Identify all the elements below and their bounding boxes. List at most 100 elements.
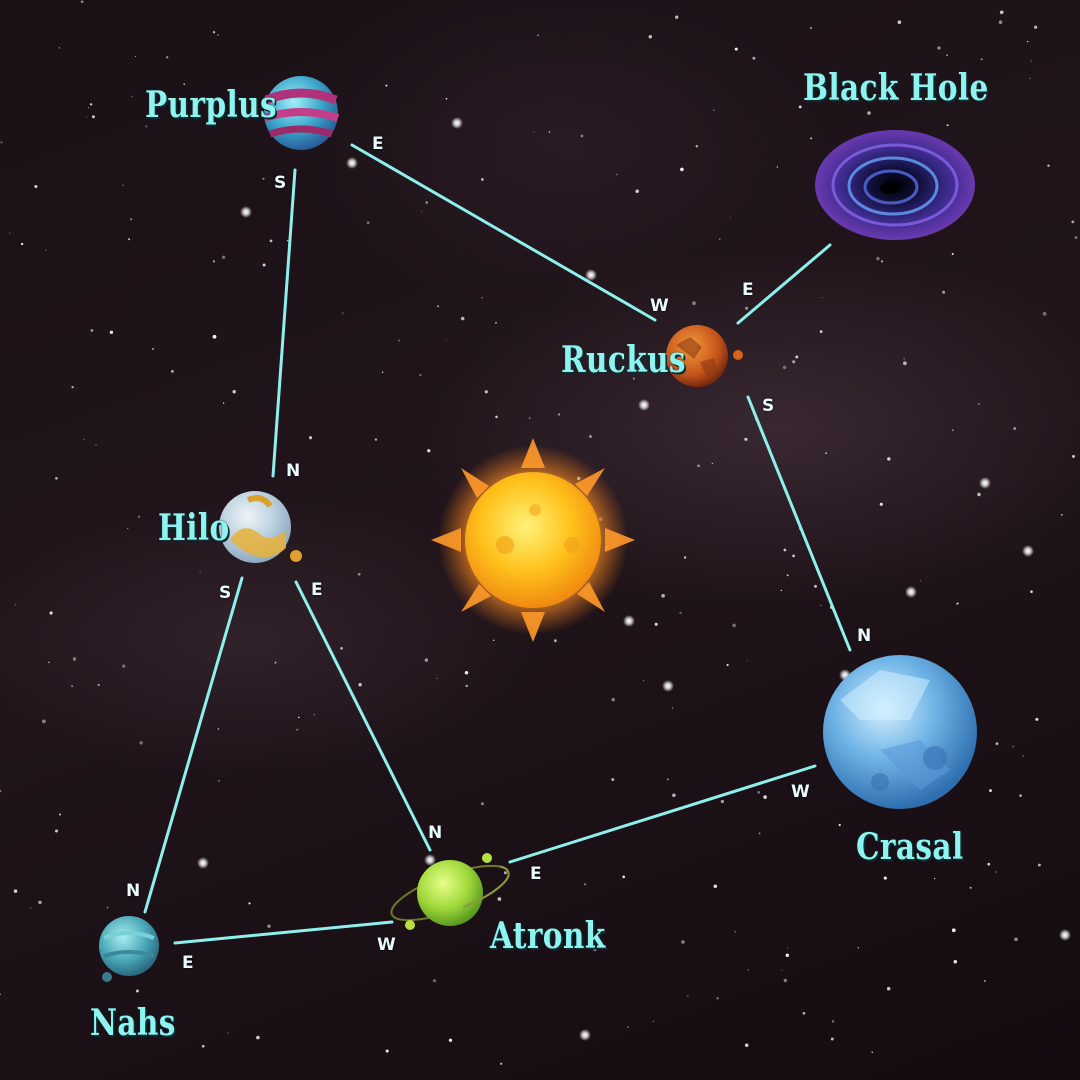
star-icon bbox=[1059, 929, 1071, 941]
crasal-planet-icon[interactable] bbox=[823, 655, 977, 809]
route-hilo-atronk[interactable] bbox=[294, 580, 432, 852]
star-icon bbox=[919, 580, 921, 582]
star-icon bbox=[90, 329, 94, 332]
star-icon bbox=[879, 502, 883, 506]
planet-label-purplus[interactable]: Purplus bbox=[145, 84, 278, 126]
star-icon bbox=[135, 989, 139, 993]
route-atronk-nahs[interactable] bbox=[173, 920, 394, 945]
star-icon bbox=[681, 940, 685, 944]
nahs-exit-east: E bbox=[182, 953, 194, 973]
star-icon bbox=[128, 238, 131, 241]
star-icon bbox=[937, 46, 941, 50]
purplus-planet-icon[interactable] bbox=[262, 76, 340, 150]
star-icon bbox=[432, 828, 435, 831]
star-icon bbox=[262, 177, 265, 180]
star-icon bbox=[787, 947, 789, 949]
star-icon bbox=[652, 1020, 655, 1023]
star-icon bbox=[776, 166, 778, 168]
star-icon bbox=[262, 263, 266, 267]
route-ruckus-crasal[interactable] bbox=[746, 395, 852, 652]
star-icon bbox=[1014, 937, 1018, 942]
star-icon bbox=[15, 604, 17, 606]
star-icon bbox=[1074, 236, 1078, 239]
star-icon bbox=[969, 886, 972, 889]
star-icon bbox=[987, 862, 991, 866]
star-icon bbox=[308, 436, 313, 440]
star-icon bbox=[20, 242, 24, 246]
star-icon bbox=[871, 1051, 873, 1054]
star-icon bbox=[29, 907, 32, 909]
star-icon bbox=[342, 312, 344, 314]
star-icon bbox=[1042, 311, 1047, 316]
star-icon bbox=[212, 31, 216, 34]
star-icon bbox=[493, 639, 495, 641]
nahs-planet-icon[interactable] bbox=[99, 916, 159, 982]
star-icon bbox=[881, 260, 884, 263]
star-icon bbox=[744, 437, 748, 441]
star-icon bbox=[830, 1037, 834, 1041]
star-icon bbox=[1027, 40, 1029, 43]
star-icon bbox=[883, 876, 887, 880]
star-icon bbox=[533, 131, 535, 133]
black-hole-icon[interactable] bbox=[815, 130, 975, 240]
ruckus-planet-icon[interactable] bbox=[666, 325, 743, 387]
atronk-planet-icon[interactable] bbox=[386, 853, 515, 931]
star-icon bbox=[734, 931, 736, 933]
star-icon bbox=[71, 385, 74, 389]
star-icon bbox=[484, 390, 488, 394]
star-icon bbox=[998, 20, 1003, 24]
star-icon bbox=[667, 778, 669, 781]
hilo-planet-icon[interactable] bbox=[219, 491, 302, 563]
planet-label-ruckus[interactable]: Ruckus bbox=[561, 339, 686, 381]
star-icon bbox=[662, 680, 674, 692]
star-icon bbox=[999, 10, 1004, 15]
route-ruckus-black-hole[interactable] bbox=[736, 243, 832, 325]
star-icon bbox=[137, 515, 141, 519]
star-icon bbox=[942, 290, 946, 294]
star-icon bbox=[654, 622, 658, 626]
star-icon bbox=[480, 802, 484, 806]
planet-label-black-hole[interactable]: Black Hole bbox=[803, 67, 989, 109]
star-icon bbox=[763, 795, 767, 799]
star-icon bbox=[1013, 427, 1017, 430]
star-icon bbox=[648, 35, 653, 39]
star-icon bbox=[222, 402, 225, 404]
route-purplus-hilo[interactable] bbox=[271, 168, 297, 478]
star-icon bbox=[718, 238, 721, 241]
star-icon bbox=[933, 877, 936, 880]
star-icon bbox=[42, 719, 46, 724]
star-icon bbox=[1072, 454, 1075, 458]
star-icon bbox=[86, 116, 88, 118]
star-icon bbox=[554, 639, 557, 643]
route-hilo-nahs[interactable] bbox=[143, 576, 244, 914]
star-icon bbox=[495, 415, 498, 419]
star-icon bbox=[91, 115, 95, 119]
planet-label-hilo[interactable]: Hilo bbox=[158, 507, 230, 549]
star-icon bbox=[381, 371, 384, 373]
star-icon bbox=[1047, 164, 1050, 167]
star-icon bbox=[795, 355, 799, 359]
star-icon bbox=[589, 435, 592, 438]
star-icon bbox=[151, 347, 155, 351]
route-crasal-atronk[interactable] bbox=[508, 764, 817, 864]
star-icon bbox=[122, 184, 124, 187]
star-icon bbox=[752, 56, 756, 60]
star-icon bbox=[495, 321, 497, 324]
route-purplus-ruckus[interactable] bbox=[350, 143, 657, 322]
star-icon bbox=[886, 986, 891, 991]
star-icon bbox=[732, 623, 736, 628]
star-icon bbox=[296, 728, 299, 731]
atronk-exit-west: W bbox=[377, 935, 396, 955]
star-icon bbox=[201, 1044, 205, 1048]
star-icon bbox=[989, 789, 992, 793]
star-icon bbox=[465, 684, 468, 688]
star-icon bbox=[199, 571, 201, 573]
planet-label-crasal[interactable]: Crasal bbox=[856, 826, 964, 868]
star-icon bbox=[212, 334, 217, 339]
star-icon bbox=[451, 117, 463, 129]
planet-label-nahs[interactable]: Nahs bbox=[90, 1002, 176, 1044]
star-icon bbox=[983, 979, 987, 983]
planet-label-atronk[interactable]: Atronk bbox=[490, 915, 606, 957]
star-icon bbox=[130, 218, 133, 221]
star-icon bbox=[611, 697, 615, 702]
